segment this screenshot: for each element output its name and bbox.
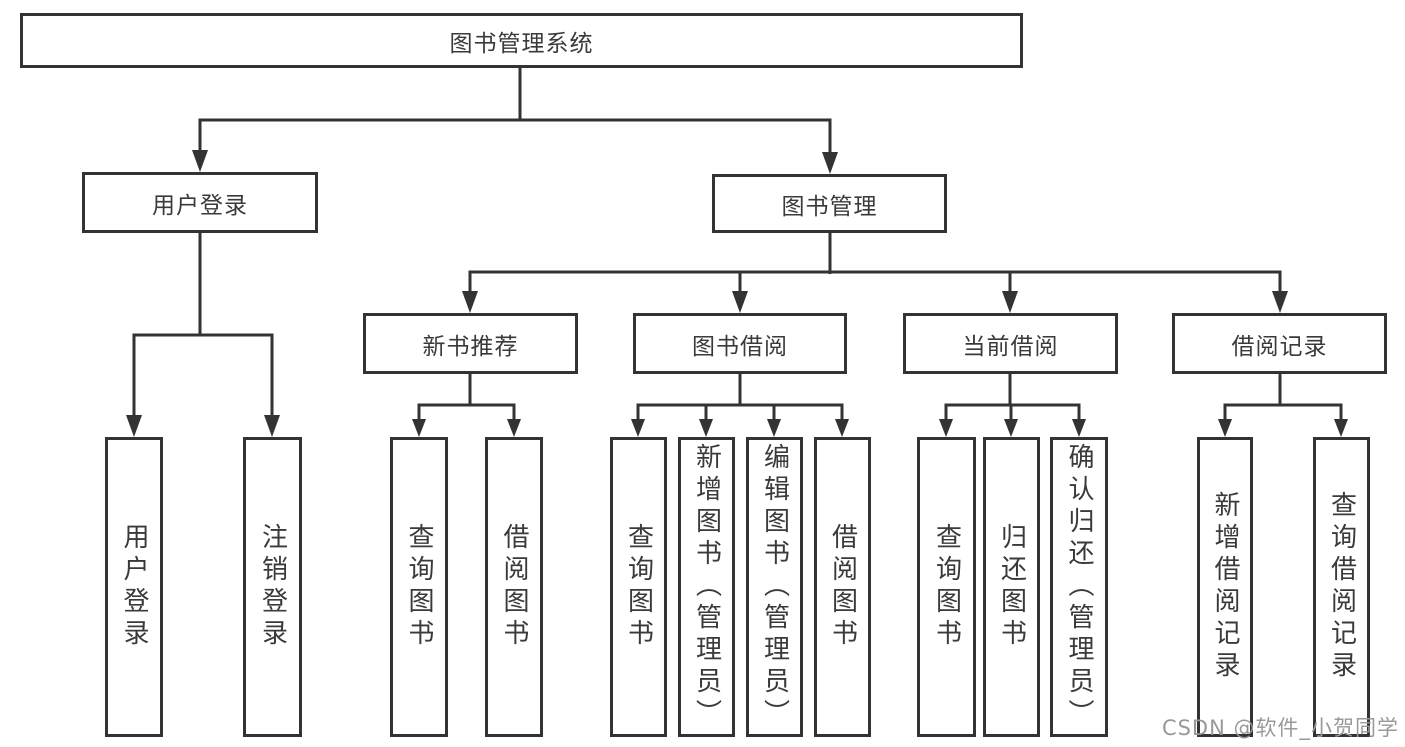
leaf-add-book-admin: 新增图书（管理员）	[678, 437, 735, 737]
node-label: 新增借阅记录	[1210, 491, 1240, 683]
leaf-edit-book-admin: 编辑图书（管理员）	[746, 437, 803, 737]
leaf-return-books: 归还图书	[983, 437, 1040, 737]
leaf-confirm-return-admin: 确认归还（管理员）	[1050, 437, 1108, 737]
node-label: 图书管理系统	[449, 30, 594, 57]
node-label: 当前借阅	[962, 333, 1059, 360]
node-label: 图书借阅	[692, 333, 788, 360]
node-label: 新书推荐	[422, 333, 519, 360]
node-current-borrowing: 当前借阅	[903, 313, 1118, 374]
node-label: 查询借阅记录	[1326, 491, 1357, 683]
leaf-user-login: 用户登录	[105, 437, 163, 737]
leaf-add-borrow-record: 新增借阅记录	[1197, 437, 1253, 737]
node-label: 注销登录	[257, 523, 288, 651]
node-label: 归还图书	[996, 523, 1027, 651]
node-label: 查询图书	[623, 523, 654, 651]
leaf-query-books: 查询图书	[917, 437, 976, 737]
node-label: 借阅图书	[499, 523, 529, 651]
node-label: 用户登录	[152, 192, 248, 219]
node-label: 图书管理	[781, 193, 878, 220]
node-borrowing-records: 借阅记录	[1172, 313, 1387, 374]
leaf-logout: 注销登录	[243, 437, 302, 737]
node-user-login: 用户登录	[82, 172, 318, 233]
node-label: 查询图书	[931, 523, 962, 651]
node-label: 查询图书	[404, 523, 434, 651]
node-label: 借阅图书	[827, 523, 858, 651]
node-new-book-recommendation: 新书推荐	[363, 313, 578, 374]
leaf-query-books: 查询图书	[390, 437, 448, 737]
node-library-management-system: 图书管理系统	[20, 13, 1023, 68]
leaf-borrow-books: 借阅图书	[814, 437, 871, 737]
node-book-borrowing: 图书借阅	[633, 313, 847, 374]
node-book-management: 图书管理	[712, 174, 947, 233]
watermark: CSDN @软件_小贺同学	[1161, 716, 1399, 740]
leaf-borrow-books: 借阅图书	[485, 437, 543, 737]
node-label: 借阅记录	[1231, 333, 1328, 360]
node-label: 编辑图书（管理员）	[759, 443, 790, 731]
arrowheads	[126, 150, 1348, 437]
leaf-query-borrow-record: 查询借阅记录	[1313, 437, 1370, 737]
node-label: 确认归还（管理员）	[1064, 443, 1094, 731]
node-label: 用户登录	[119, 523, 149, 651]
leaf-query-books: 查询图书	[610, 437, 667, 737]
node-label: 新增图书（管理员）	[691, 443, 722, 731]
